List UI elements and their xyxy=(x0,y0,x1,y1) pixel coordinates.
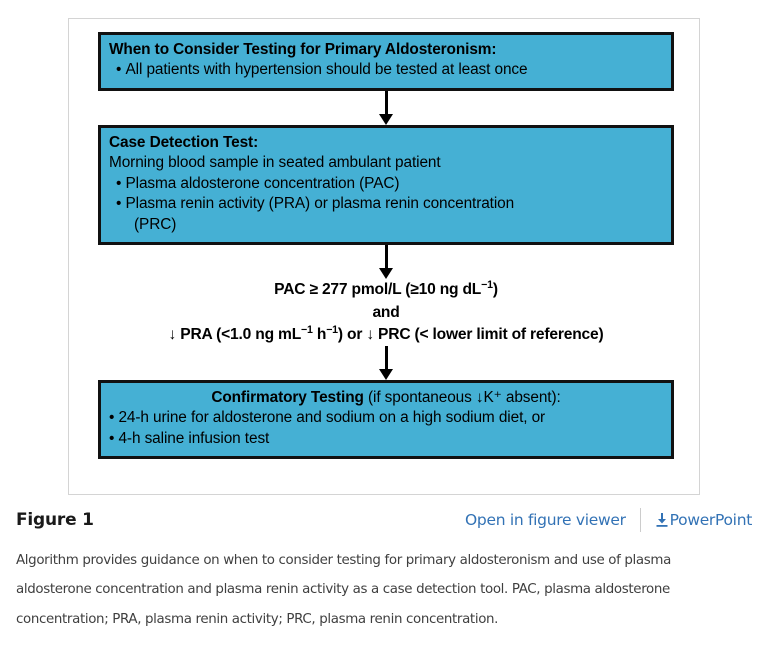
arrow-shaft xyxy=(384,345,388,371)
box3-header-bold: Confirmatory Testing xyxy=(211,388,364,406)
flowchart-box-when-to-consider: When to Consider Testing for Primary Ald… xyxy=(98,32,674,91)
box3-header: Confirmatory Testing (if spontaneous ↓K⁺… xyxy=(109,388,663,408)
caption-bar: Figure 1 Open in figure viewer PowerPoin… xyxy=(16,506,752,534)
criteria-line-1-sup: −1 xyxy=(481,279,493,292)
bullet-glyph: • xyxy=(116,174,126,192)
arrow-2 xyxy=(98,245,674,280)
arrow-shaft xyxy=(384,90,388,116)
box3-header-rest: (if spontaneous ↓K⁺ absent): xyxy=(363,388,561,406)
download-icon xyxy=(655,512,669,528)
arrow-1 xyxy=(98,90,674,125)
criteria-line-3-a: ↓ PRA (<1.0 ng mL xyxy=(168,325,302,343)
arrow-head-icon xyxy=(379,368,393,380)
figure-description: Algorithm provides guidance on when to c… xyxy=(16,553,671,627)
figure-frame: When to Consider Testing for Primary Ald… xyxy=(68,18,700,495)
box2-subtitle: Morning blood sample in seated ambulant … xyxy=(109,154,441,172)
box2-bullet-1-text: Plasma aldosterone concentration (PAC) xyxy=(125,174,400,192)
box2-bullet-2: • Plasma renin activity (PRA) or plasma … xyxy=(109,194,663,214)
box1-header: When to Consider Testing for Primary Ald… xyxy=(109,41,497,58)
box3-bullet-2-text: 4-h saline infusion test xyxy=(118,429,270,447)
box1-bullet-1: • All patients with hypertension should … xyxy=(109,60,663,80)
arrow-head-icon xyxy=(379,268,393,280)
flowchart-box-confirmatory-testing: Confirmatory Testing (if spontaneous ↓K⁺… xyxy=(98,379,674,460)
criteria-line-3: ↓ PRA (<1.0 ng mL−1 h−1) or ↓ PRC (< low… xyxy=(98,324,674,346)
bullet-glyph: • xyxy=(109,429,119,447)
open-in-figure-viewer-link[interactable]: Open in figure viewer xyxy=(465,511,626,529)
box2-continuation: (PRC) xyxy=(134,215,177,233)
figure-label: Figure 1 xyxy=(16,510,94,530)
arrow-shaft xyxy=(384,245,388,271)
bullet-glyph: • xyxy=(109,409,119,427)
caption-links: Open in figure viewer PowerPoint xyxy=(465,508,752,532)
bullet-glyph: • xyxy=(116,195,126,213)
bullet-glyph: • xyxy=(116,61,126,79)
criteria-text-block: PAC ≥ 277 pmol/L (≥10 ng dL−1) and ↓ PRA… xyxy=(98,279,674,345)
box2-bullet-1: • Plasma aldosterone concentration (PAC) xyxy=(109,174,663,194)
arrow-head-icon xyxy=(379,113,393,125)
criteria-line-2: and xyxy=(372,303,400,321)
criteria-line-3-c: ) or ↓ PRC (< lower limit of reference) xyxy=(337,325,604,343)
box2-header: Case Detection Test: xyxy=(109,133,259,151)
flowchart-box-case-detection: Case Detection Test: Morning blood sampl… xyxy=(98,124,674,246)
caption-divider xyxy=(639,508,641,532)
box2-bullet-2-text: Plasma renin activity (PRA) or plasma re… xyxy=(125,195,515,213)
arrow-3 xyxy=(98,345,674,380)
powerpoint-download-link[interactable]: PowerPoint xyxy=(655,511,752,529)
box3-bullet-1: • 24-h urine for aldosterone and sodium … xyxy=(109,408,663,428)
criteria-line-3-sup-2: −1 xyxy=(326,323,338,336)
flowchart: When to Consider Testing for Primary Ald… xyxy=(98,32,674,460)
criteria-line-3-b: h xyxy=(312,325,327,343)
criteria-line-1: PAC ≥ 277 pmol/L (≥10 ng dL−1) xyxy=(98,279,674,301)
box3-bullet-2: • 4-h saline infusion test xyxy=(109,429,663,449)
criteria-line-3-sup-1: −1 xyxy=(301,323,313,336)
powerpoint-label: PowerPoint xyxy=(669,511,753,529)
box3-bullet-1-text: 24-h urine for aldosterone and sodium on… xyxy=(118,409,546,427)
criteria-line-1-a: PAC ≥ 277 pmol/L (≥10 ng dL xyxy=(274,281,482,299)
criteria-line-1-b: ) xyxy=(492,281,498,299)
box1-bullet-1-text: All patients with hypertension should be… xyxy=(125,61,528,79)
